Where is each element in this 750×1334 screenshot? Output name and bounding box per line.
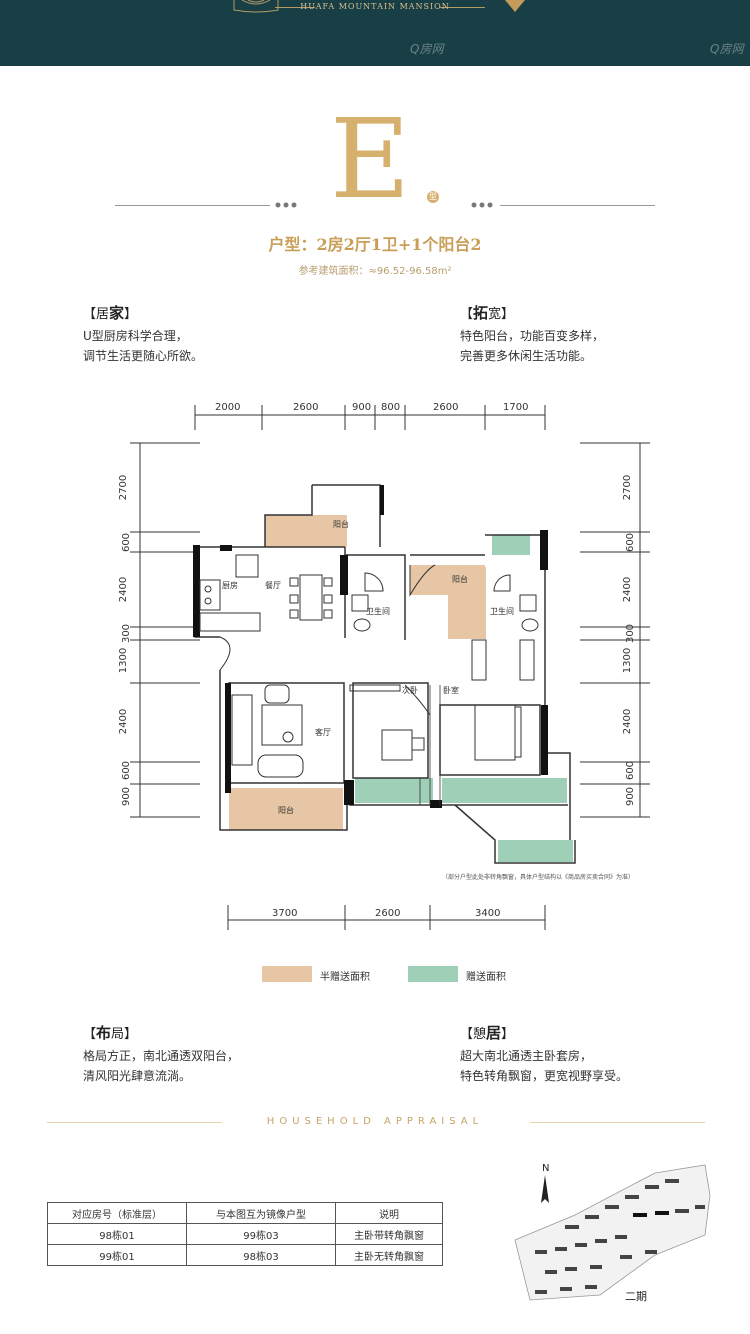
feature-home-title: 【居家】: [83, 304, 138, 322]
dim-top-3: 900: [352, 402, 372, 413]
dim-top-2: 2600: [293, 402, 319, 413]
table-header-cell: 说明: [335, 1202, 443, 1224]
room-balcony-mid: 阳台: [452, 575, 468, 584]
table-row: 99栋01 98栋03 主卧无转角飘窗: [47, 1244, 443, 1266]
dim-right-6: 2400: [622, 708, 634, 735]
table-header-row: 对应房号（标准层） 与本图互为镜像户型 说明: [47, 1202, 443, 1224]
unit-letter: E: [330, 95, 411, 223]
unit-letter-suffix: 型: [427, 191, 439, 203]
dim-right-3: 2400: [622, 576, 634, 603]
dim-right-7: 600: [625, 760, 637, 781]
divider-left: [115, 205, 270, 206]
appraisal-title: HOUSEHOLD APPRAISAL: [266, 1116, 484, 1127]
header-band: HUAFA MOUNTAIN MANSION Q房网 Q房网: [0, 0, 750, 66]
dim-left-7: 600: [121, 760, 133, 781]
dim-top-5: 2600: [433, 402, 459, 413]
table-cell: 主卧无转角飘窗: [335, 1244, 443, 1266]
table-header-cell: 对应房号（标准层）: [47, 1202, 187, 1224]
feature-expand-text: 特色阳台，功能百变多样， 完善更多休闲生活功能。: [460, 329, 605, 363]
room-master-bed: 卧室: [443, 686, 459, 695]
phase-label: 二期: [625, 1290, 647, 1303]
watermark: Q房网: [710, 42, 744, 56]
feature-living-title: 【憩居】: [460, 1024, 515, 1042]
table-cell: 98栋03: [186, 1244, 336, 1266]
dim-left-1: 2700: [118, 474, 130, 501]
legend-half-gift-label: 半赠送面积: [320, 972, 370, 983]
room-second-bed: 次卧: [402, 686, 418, 695]
dim-left-5: 1300: [118, 647, 130, 674]
room-balcony-top: 阳台: [333, 520, 349, 529]
north-label: N: [542, 1163, 549, 1174]
table-header-cell: 与本图互为镜像户型: [186, 1202, 336, 1224]
logo-emblem-icon: [233, 0, 279, 13]
room-kitchen: 厨房: [222, 581, 238, 590]
dim-right-8: 900: [625, 786, 637, 807]
room-dining: 餐厅: [265, 581, 281, 590]
dot-ornament-icon: [275, 202, 493, 208]
dim-bottom-1: 3700: [272, 908, 298, 919]
unit-area: 参考建筑面积：≈96.52-96.58m²: [298, 266, 452, 277]
plan-note: （部分户型此处非转角飘窗，具体户型结构以《商品房买卖合同》为准）: [442, 874, 635, 881]
dim-right-1: 2700: [622, 474, 634, 501]
feature-expand-title: 【拓宽】: [460, 304, 515, 322]
feature-layout-title: 【布局】: [83, 1024, 138, 1042]
table-cell: 99栋03: [186, 1223, 336, 1245]
dim-left-8: 900: [121, 786, 133, 807]
diamond-ornament-icon: [505, 0, 525, 12]
header-divider-right: [440, 7, 485, 8]
dim-top-6: 1700: [503, 402, 529, 413]
room-bath1: 卫生间: [366, 607, 390, 616]
legend-half-gift-swatch: [262, 966, 312, 982]
legend-gift-swatch: [408, 966, 458, 982]
feature-living-text: 超大南北通透主卧套房， 特色转角飘窗，更宽视野享受。: [460, 1049, 629, 1083]
appraisal-divider-right: [530, 1122, 705, 1123]
room-balcony-bottom: 阳台: [278, 806, 294, 815]
table-cell: 主卧带转角飘窗: [335, 1223, 443, 1245]
dim-top-4: 800: [381, 402, 401, 413]
appraisal-divider-left: [47, 1122, 222, 1123]
feature-layout-text: 格局方正，南北通透双阳台， 清风阳光肆意流淌。: [83, 1049, 240, 1083]
dim-right-4: 300: [625, 623, 637, 644]
dim-top-1: 2000: [215, 402, 241, 413]
feature-home-text: U型厨房科学合理， 调节生活更随心所欲。: [83, 329, 204, 363]
legend-gift-label: 赠送面积: [466, 972, 506, 983]
room-bath2: 卫生间: [490, 607, 514, 616]
mirror-unit-table: 对应房号（标准层） 与本图互为镜像户型 说明 98栋01 99栋03 主卧带转角…: [47, 1202, 443, 1266]
dim-right-2: 600: [625, 532, 637, 553]
site-map: N 二期: [514, 1163, 711, 1303]
table-row: 98栋01 99栋03 主卧带转角飘窗: [47, 1223, 443, 1245]
floor-plan: [130, 405, 650, 930]
dim-left-2: 600: [121, 532, 133, 553]
project-name: HUAFA MOUNTAIN MANSION: [300, 2, 450, 11]
dim-left-3: 2400: [118, 576, 130, 603]
room-living: 客厅: [315, 728, 331, 737]
unit-type: 户型：2房2厅1卫+1个阳台2: [268, 235, 482, 254]
header-divider-left: [275, 7, 315, 8]
table-cell: 98栋01: [47, 1223, 187, 1245]
dim-bottom-2: 2600: [375, 908, 401, 919]
dim-left-4: 300: [121, 623, 133, 644]
divider-right: [500, 205, 655, 206]
watermark: Q房网: [410, 42, 444, 56]
dim-right-5: 1300: [622, 647, 634, 674]
dim-left-6: 2400: [118, 708, 130, 735]
dim-bottom-3: 3400: [475, 908, 501, 919]
table-cell: 99栋01: [47, 1244, 187, 1266]
